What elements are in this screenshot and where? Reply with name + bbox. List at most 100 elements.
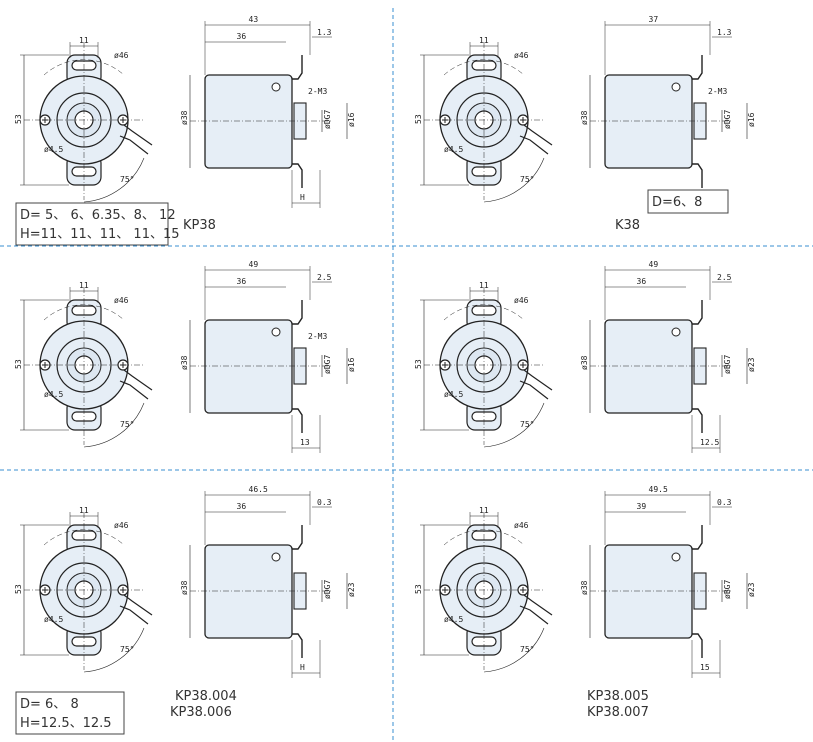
dimension-label: 36 [237,32,247,41]
dimension-label: 75° [520,420,534,429]
bolt-circle-arc [43,59,125,76]
dimension-label: ø23 [747,357,756,372]
angle-arc [483,402,545,448]
dimension-label: 75° [120,175,134,184]
angle-arc [83,157,145,203]
dimension-label: ø38 [580,580,589,595]
mounting-flange [292,525,303,658]
dimension-label: 11 [79,506,89,515]
cable [119,124,153,155]
encoder-housing [204,74,293,169]
dimension-label: ø38 [180,580,189,595]
screw-icon [671,327,681,337]
dimension-label: 0.3 [717,498,732,507]
angle-arc [83,627,145,673]
dimension-label: 46.5 [249,485,268,494]
cable [519,124,553,155]
mounting-flange [292,55,303,188]
dimension-label: øDG7 [323,110,332,129]
dimension-label: øDG7 [323,580,332,599]
bolt-circle-arc [43,529,125,546]
dimension-label: ø46 [514,51,529,60]
screw-icon [671,82,681,92]
dimension-label: 11 [479,281,489,290]
mounting-flange [692,525,703,658]
spec-box [15,202,169,246]
dimension-label: 0.3 [317,498,332,507]
dimension-label: ø4.5 [444,615,463,624]
dimension-label: øBG7 [723,580,732,599]
mounting-flange [692,300,703,433]
dimension-label: ø38 [580,110,589,125]
mounting-flange [692,55,703,188]
encoder-housing [204,544,293,639]
spec-box [647,189,729,214]
front-view: 53 11 ø46 ø4.5 75° [414,506,553,673]
dimension-label: ø23 [747,582,756,597]
dimension-label: 2.5 [317,273,332,282]
dimension-label: 13 [300,438,310,447]
dimension-label: ø16 [347,357,356,372]
bolt-circle-arc [443,304,525,321]
dimension-label: 75° [520,645,534,654]
dimension-label: ø46 [114,51,129,60]
dimension-label: ø4.5 [44,390,63,399]
dimension-label: 2-M3 [708,87,727,96]
bolt-circle-arc [43,304,125,321]
dimension-label: 12.5 [700,438,719,447]
cable [519,369,553,400]
dimension-label: ø46 [114,296,129,305]
dimension-label: 1.3 [317,28,332,37]
dimension-label: ø46 [514,296,529,305]
dimension-label: 49 [249,260,259,269]
spec-row: H=11、11、11、 11、15 [20,227,180,242]
encoder-housing [604,544,693,639]
dimension-label: ø46 [514,521,529,530]
screw-icon [271,552,281,562]
model-label: KP38.005 [587,689,649,704]
dimension-label: ø23 [347,582,356,597]
screw-icon [271,327,281,337]
cable [519,594,553,625]
dimension-label: 75° [120,645,134,654]
spec-row: D=6、8 [652,195,702,210]
dimension-label: 75° [520,175,534,184]
dimension-label: 53 [14,584,23,594]
dimension-label: 2-M3 [308,87,327,96]
dimension-label: 49.5 [649,485,668,494]
spec-table: D= 5、 6、6.35、8、 12H=11、11、11、 11、15 [15,202,180,246]
dimension-label: ø38 [180,110,189,125]
encoder-housing [204,319,293,414]
dimension-label: 49 [649,260,659,269]
dimension-label: 43 [249,15,259,24]
model-label: K38 [615,218,640,233]
dimension-label: 11 [479,506,489,515]
dimension-label: ø4.5 [44,145,63,154]
dimension-label: øDG7 [323,355,332,374]
cable [119,594,153,625]
dimension-label: 37 [649,15,659,24]
dimension-label: 53 [414,584,423,594]
spec-row: H=12.5、12.5 [20,716,112,731]
model-label: KP38.004 [175,689,237,704]
dimension-label: 53 [414,359,423,369]
dimension-label: H [300,663,305,672]
spec-box [15,691,125,735]
dimension-label: 53 [14,114,23,124]
dimension-label: H [300,193,305,202]
spec-table: D=6、8 [647,189,729,214]
model-label: KP38 [183,218,216,233]
